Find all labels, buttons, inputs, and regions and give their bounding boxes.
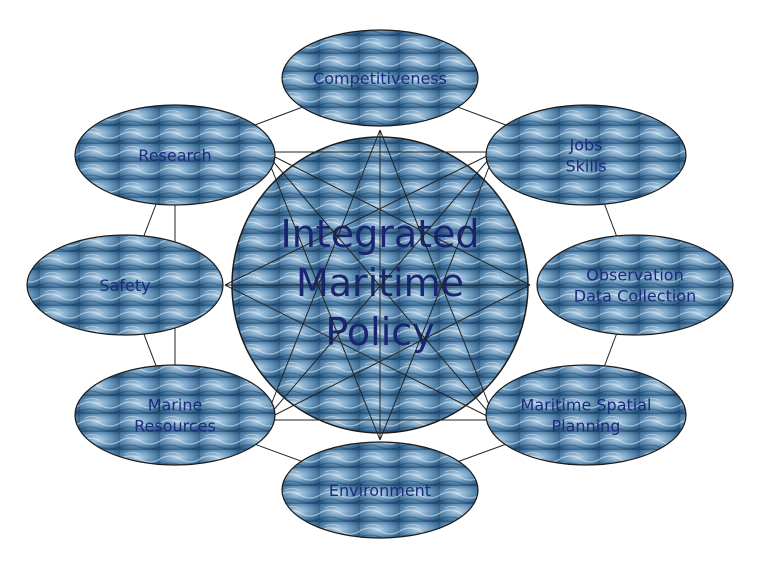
node-research: Research — [74, 104, 276, 206]
node-label: Observation — [586, 266, 683, 285]
node-label: Planning — [552, 417, 621, 436]
node-ellipse — [74, 104, 276, 206]
node-ellipse — [26, 234, 224, 336]
node-label: Resources — [134, 417, 216, 436]
node-ellipse — [281, 441, 479, 539]
node-label: Data Collection — [574, 287, 696, 306]
node-label: Competitiveness — [313, 69, 447, 88]
star-line — [379, 151, 496, 441]
star-lines — [224, 129, 531, 441]
node-competitiveness: Competitiveness — [281, 29, 479, 127]
star-line — [224, 284, 496, 421]
node-label: Maritime Spatial — [521, 396, 652, 415]
node-label: Skills — [565, 157, 606, 176]
node-label: Jobs — [569, 136, 603, 155]
node-label: Environment — [329, 481, 431, 500]
star-line — [264, 129, 381, 421]
star-line — [379, 129, 496, 421]
star-line — [264, 151, 381, 441]
star-line — [264, 284, 531, 421]
node-ellipse — [74, 364, 276, 466]
node-ellipse — [485, 364, 687, 466]
node-safety: Safety — [26, 234, 224, 336]
node-label: Research — [138, 146, 211, 165]
star-line — [264, 151, 496, 421]
node-ellipse — [485, 104, 687, 206]
star-line — [224, 151, 496, 286]
node-ellipse — [536, 234, 734, 336]
node-environment: Environment — [281, 441, 479, 539]
node-ellipse — [281, 29, 479, 127]
star-line — [264, 151, 531, 286]
node-label: Marine — [148, 396, 203, 415]
node-label: Safety — [99, 276, 150, 295]
